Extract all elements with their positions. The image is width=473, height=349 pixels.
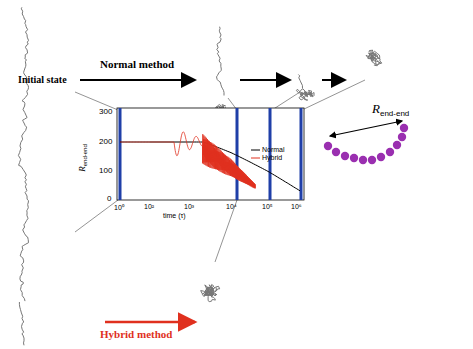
polymer-chains (18, 7, 381, 345)
bead-chain (324, 124, 408, 164)
polymer-chain (18, 7, 28, 301)
bead (368, 156, 376, 164)
distance-arrow (330, 121, 402, 136)
legend-text: Normal (262, 146, 285, 153)
time-marker (236, 108, 239, 200)
x-tick-label: 10⁶ (291, 203, 302, 210)
axis-symbol: R (77, 166, 87, 172)
time-markers (119, 108, 303, 200)
bead (341, 152, 349, 160)
normal-arrow (240, 79, 290, 81)
time-marker (119, 108, 122, 200)
x-tick-label: 10² (144, 203, 154, 210)
method-label: Normal method (100, 58, 174, 70)
x-tick-label: 10⁵ (262, 203, 273, 210)
hybrid-curve (120, 132, 255, 189)
axis-title: time (τ) (163, 212, 186, 219)
axis-subscript: end-end (82, 144, 88, 166)
bead (324, 142, 332, 150)
bead (393, 141, 401, 149)
polymer-chain (366, 50, 382, 66)
state-label: Initial state (18, 74, 67, 85)
bead (350, 154, 358, 162)
bead (400, 124, 408, 132)
polymer-chain (217, 27, 225, 96)
plot-frame (117, 108, 304, 200)
bead (398, 133, 406, 141)
y-tick-label: 0 (107, 194, 111, 203)
method-label: Hybrid method (100, 328, 172, 340)
distance-symbol: R (372, 101, 380, 117)
axis-title: Rend-end (72, 144, 88, 172)
polymer-chain (298, 75, 302, 89)
y-tick-label: 100 (99, 166, 112, 175)
bead (386, 148, 394, 156)
curves (120, 132, 300, 191)
legend-text: Hybrid (262, 154, 282, 161)
y-tick-label: 300 (99, 107, 112, 116)
x-tick-label: 10⁰ (114, 203, 124, 212)
legend-sample (251, 158, 260, 159)
normal-arrow (80, 79, 195, 81)
bead (359, 156, 367, 164)
hybrid-arrow (105, 321, 195, 324)
normal-arrow (322, 79, 345, 81)
x-tick-label: 10⁴ (226, 203, 237, 210)
polymer-chain (19, 302, 24, 345)
leader-lines (75, 80, 365, 262)
bead (332, 148, 340, 156)
distance-label: Rend-end (372, 100, 409, 118)
time-marker (300, 108, 303, 200)
distance-subscript: end-end (380, 109, 409, 118)
x-tick-label: 10³ (184, 203, 194, 210)
legend-sample (251, 150, 260, 151)
polymer-chain (201, 285, 220, 302)
bead (377, 153, 385, 161)
polymer-chain (297, 89, 315, 101)
y-tick-label: 200 (99, 137, 112, 146)
